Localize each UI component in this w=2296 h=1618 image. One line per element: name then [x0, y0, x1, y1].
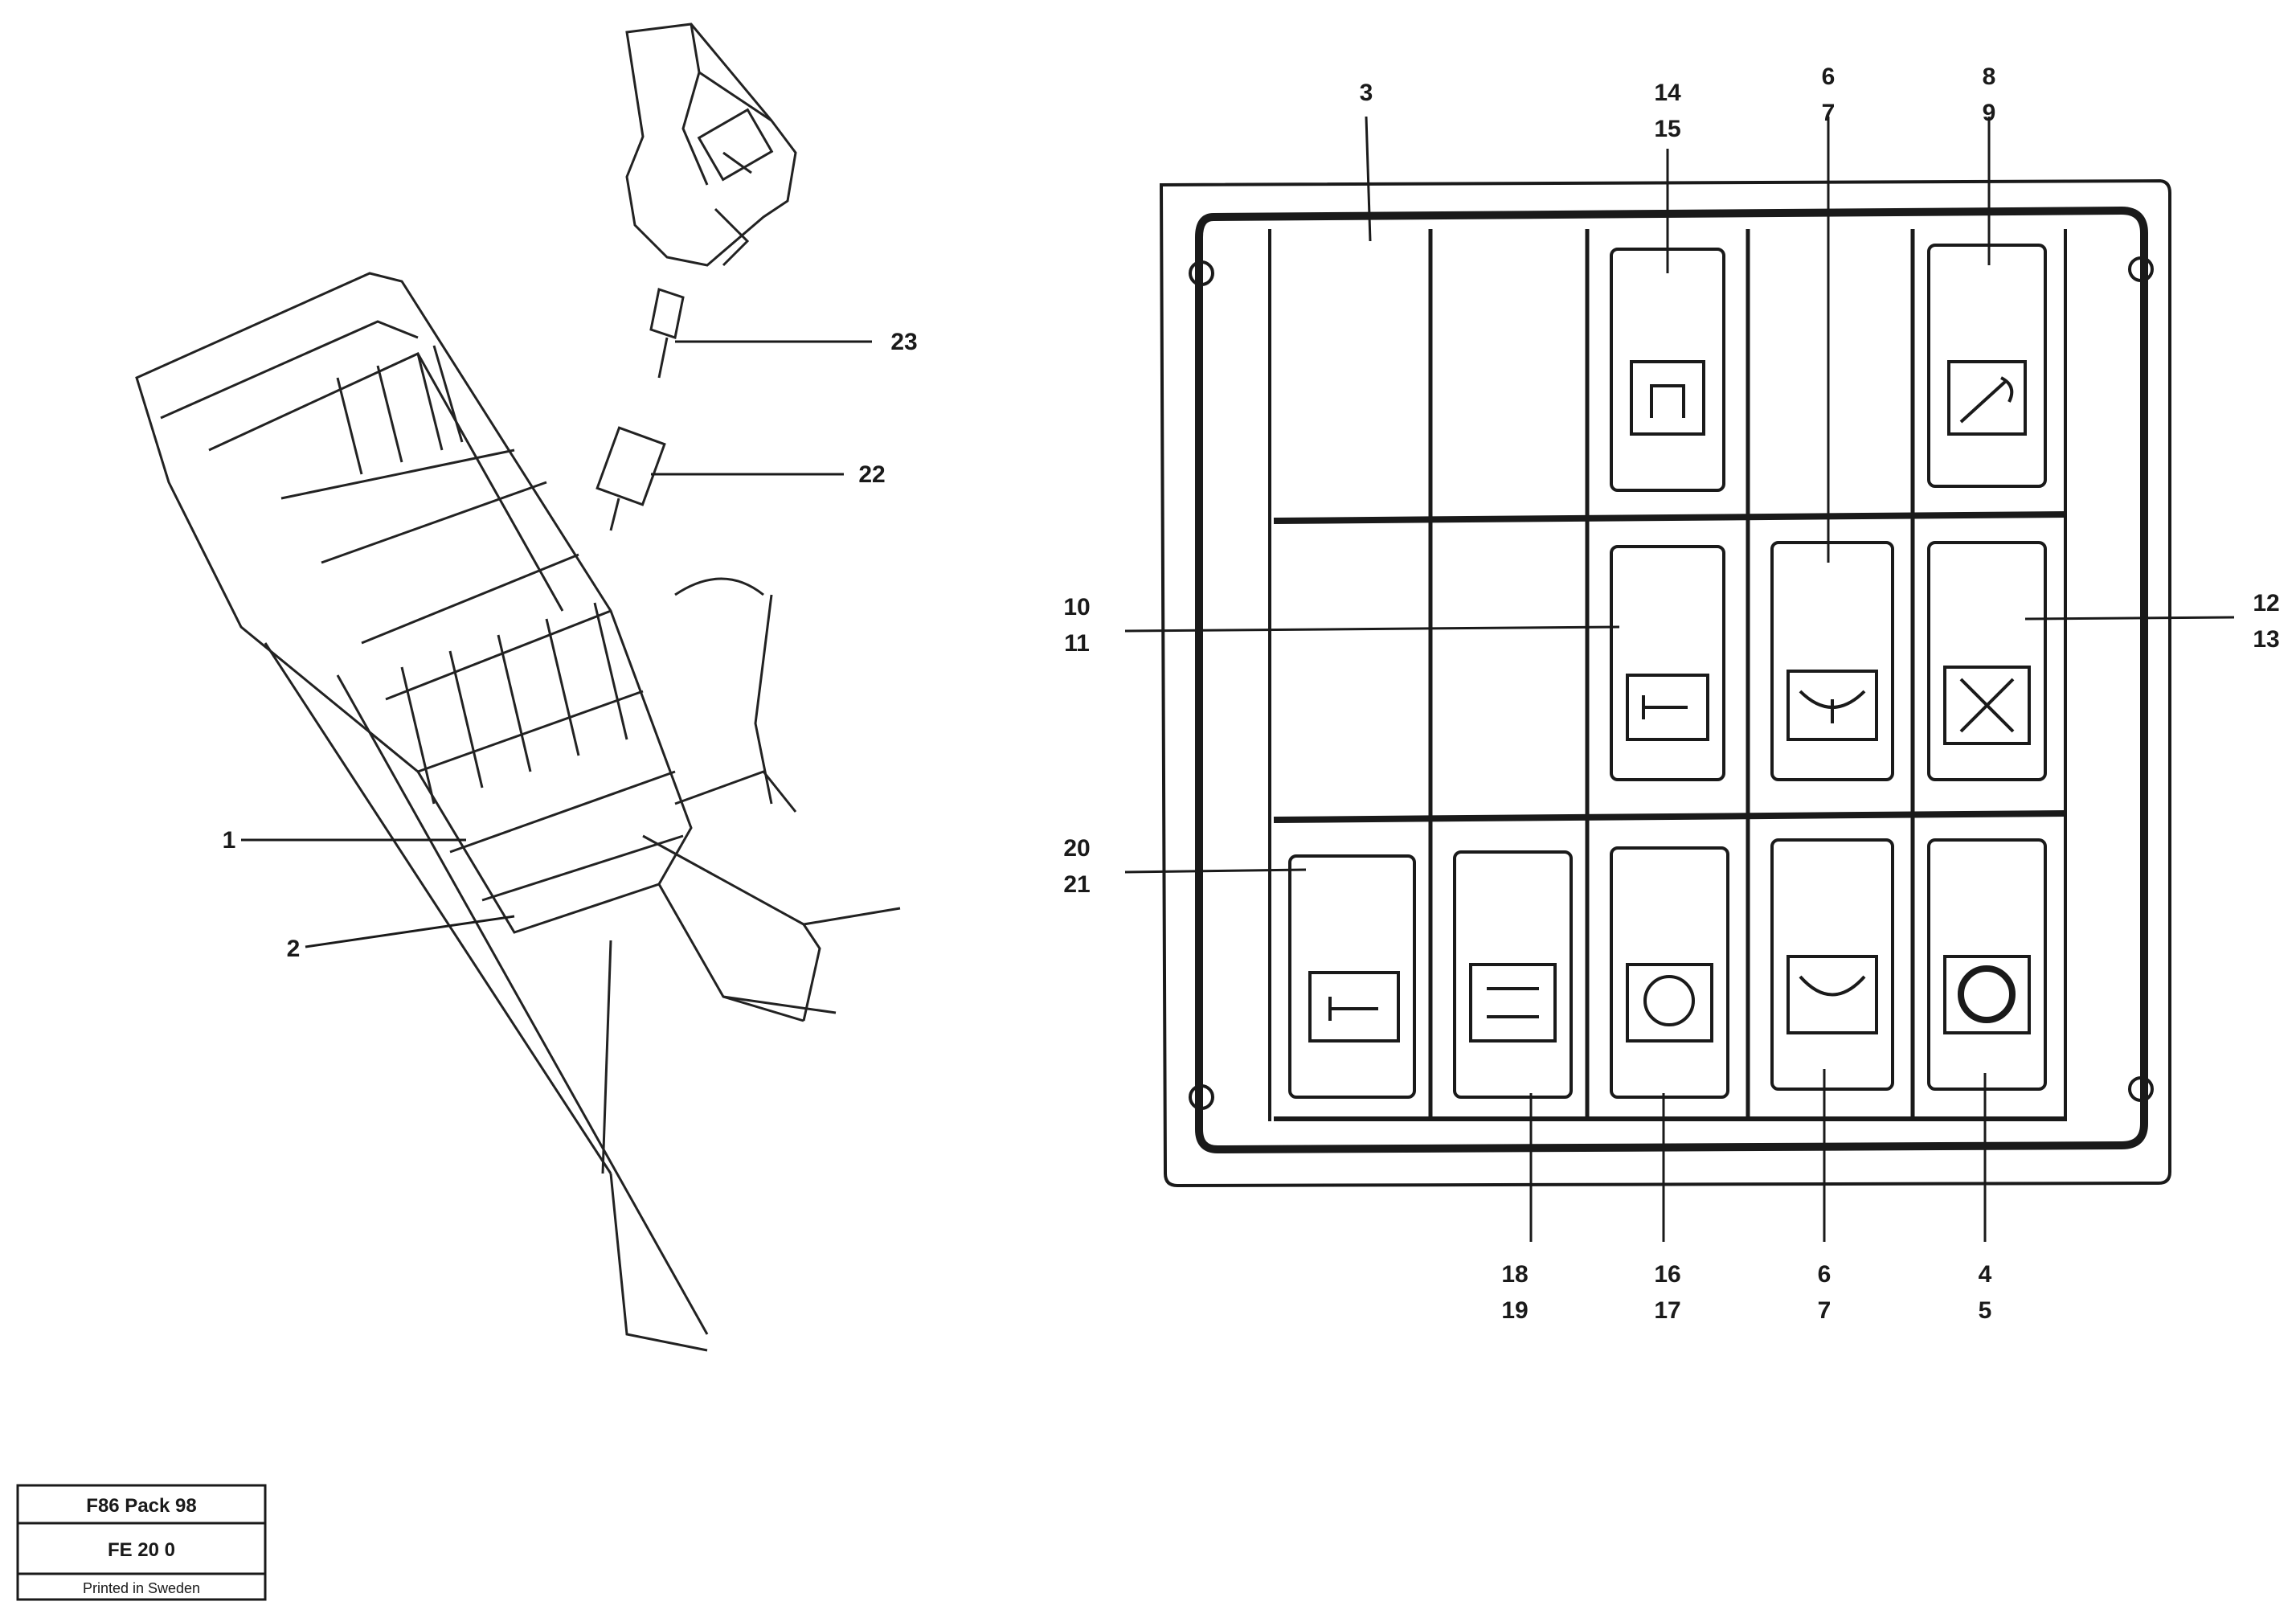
right-leader-lines	[1124, 116, 2235, 1242]
callout-3: 3	[1360, 80, 1373, 106]
switch-18-19	[1453, 850, 1573, 1099]
callout-22: 22	[858, 461, 885, 488]
callout-15: 15	[1654, 116, 1680, 142]
callout-7-bottom: 7	[1818, 1297, 1831, 1324]
callout-14: 14	[1654, 80, 1681, 106]
connector	[595, 288, 685, 531]
switch-14-15	[1610, 248, 1725, 492]
control-console-assembly	[135, 23, 901, 1352]
lever-base	[264, 577, 901, 1352]
switch-8-9	[1927, 244, 2047, 488]
callout-16: 16	[1654, 1261, 1680, 1288]
callout-20: 20	[1063, 835, 1090, 862]
switch-10-11	[1610, 545, 1725, 781]
title-block-line2: FE 20 0	[108, 1539, 175, 1561]
callout-23: 23	[890, 329, 917, 355]
callout-13: 13	[2253, 626, 2279, 653]
callout-5: 5	[1979, 1297, 1992, 1324]
callout-9: 9	[1983, 100, 1996, 126]
switch-12-13	[1927, 541, 2047, 781]
callout-7-top: 7	[1822, 100, 1836, 126]
console-body	[135, 272, 693, 934]
callout-1: 1	[223, 827, 236, 854]
callout-17: 17	[1654, 1297, 1680, 1324]
switch-panel	[1159, 178, 2171, 1188]
switch-6-7	[1770, 541, 1894, 781]
switch-4-5	[1927, 838, 2047, 1091]
callout-18: 18	[1501, 1261, 1528, 1288]
title-block: F86 Pack 98 FE 20 0 Printed in Sweden	[16, 1484, 267, 1601]
title-block-line3: Printed in Sweden	[83, 1580, 200, 1596]
callout-2: 2	[287, 936, 301, 962]
callout-11: 11	[1064, 630, 1090, 657]
switch-16-17	[1610, 846, 1729, 1099]
callout-19: 19	[1501, 1297, 1528, 1324]
switch-20-21	[1288, 854, 1416, 1099]
callout-21: 21	[1063, 871, 1090, 898]
callout-10: 10	[1063, 594, 1090, 621]
callout-12: 12	[2253, 590, 2279, 616]
switch-housing	[625, 23, 797, 267]
switch-6-7-lower	[1770, 838, 1894, 1091]
title-block-line1: F86 Pack 98	[86, 1495, 196, 1517]
left-leader-lines	[241, 340, 872, 948]
callout-6-bottom: 6	[1818, 1261, 1831, 1288]
callout-8: 8	[1983, 63, 1996, 90]
callout-6-top: 6	[1822, 63, 1836, 90]
callout-4: 4	[1979, 1261, 1992, 1288]
